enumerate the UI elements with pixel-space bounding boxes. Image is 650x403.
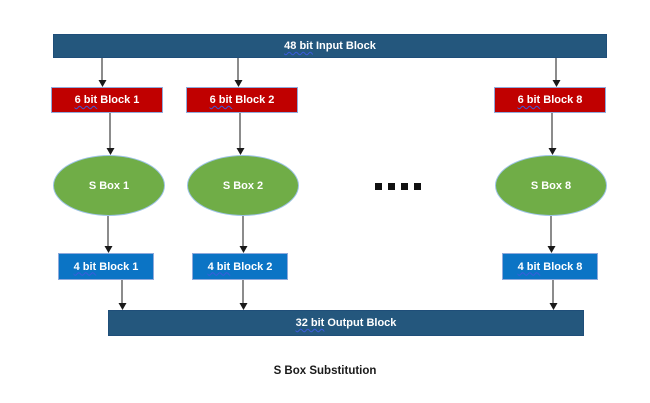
diagram-caption: S Box Substitution: [273, 365, 377, 377]
arrow-head-icon: [106, 148, 114, 155]
six-bit-block-1-label: Block 1: [97, 94, 140, 106]
six-bit-block-2-label: Block 2: [232, 94, 275, 106]
arrow-head-icon: [236, 148, 244, 155]
six-bit-block-8-label: Block 8: [540, 94, 583, 106]
down-arrow: [98, 58, 107, 87]
input-block-label-prefix: 48 bit: [284, 40, 313, 52]
dot: [414, 183, 421, 190]
arrow-shaft: [242, 216, 244, 246]
down-arrow: [239, 216, 248, 253]
six-bit-block-1: 6 bit Block 1: [51, 87, 163, 113]
down-arrow: [118, 280, 127, 310]
ellipsis-dots: [375, 183, 421, 190]
four-bit-block-8-label-prefix: 4 bit: [517, 260, 541, 273]
s-box-1-label: S Box 1: [88, 179, 130, 192]
arrow-shaft: [242, 280, 244, 303]
dot: [401, 183, 408, 190]
four-bit-block-1-label-prefix: 4 bit: [73, 260, 97, 273]
arrow-shaft: [107, 216, 109, 246]
four-bit-block-8-label: Block 8: [540, 260, 583, 273]
s-box-8: S Box 8: [495, 155, 607, 216]
input-block-bar: 48 bit Input Block: [53, 34, 607, 58]
six-bit-block-8: 6 bit Block 8: [494, 87, 606, 113]
down-arrow: [239, 280, 248, 310]
dot: [375, 183, 382, 190]
arrow-head-icon: [239, 303, 247, 310]
s-box-2: S Box 2: [187, 155, 299, 216]
arrow-shaft: [109, 113, 111, 148]
arrow-shaft: [551, 113, 553, 148]
input-block-label: Input Block: [312, 40, 376, 52]
arrow-head-icon: [104, 246, 112, 253]
dot: [388, 183, 395, 190]
arrow-head-icon: [118, 303, 126, 310]
six-bit-block-8-label-prefix: 6 bit: [517, 94, 541, 106]
four-bit-block-1: 4 bit Block 1: [58, 253, 154, 280]
arrow-head-icon: [98, 80, 106, 87]
four-bit-block-2: 4 bit Block 2: [192, 253, 288, 280]
arrow-head-icon: [552, 80, 560, 87]
output-block-label-prefix: 32 bit: [295, 317, 325, 329]
arrow-shaft: [101, 58, 103, 80]
arrow-shaft: [550, 216, 552, 246]
arrow-head-icon: [547, 246, 555, 253]
four-bit-block-8: 4 bit Block 8: [502, 253, 598, 280]
four-bit-block-2-label: Block 2: [230, 260, 273, 273]
arrow-shaft: [552, 280, 554, 303]
arrow-head-icon: [548, 148, 556, 155]
down-arrow: [236, 113, 245, 155]
down-arrow: [552, 58, 561, 87]
output-block-bar: 32 bit Output Block: [108, 310, 584, 336]
s-box-2-label: S Box 2: [222, 179, 264, 192]
down-arrow: [548, 113, 557, 155]
s-box-1: S Box 1: [53, 155, 165, 216]
arrow-shaft: [555, 58, 557, 80]
arrow-shaft: [239, 113, 241, 148]
arrow-head-icon: [239, 246, 247, 253]
arrow-head-icon: [234, 80, 242, 87]
four-bit-block-1-label: Block 1: [96, 260, 139, 273]
arrow-shaft: [121, 280, 123, 303]
down-arrow: [234, 58, 243, 87]
six-bit-block-1-label-prefix: 6 bit: [74, 94, 98, 106]
output-block-label: Output Block: [324, 317, 397, 329]
six-bit-block-2: 6 bit Block 2: [186, 87, 298, 113]
s-box-8-label: S Box 8: [530, 179, 572, 192]
six-bit-block-2-label-prefix: 6 bit: [209, 94, 233, 106]
four-bit-block-2-label-prefix: 4 bit: [207, 260, 231, 273]
down-arrow: [104, 216, 113, 253]
down-arrow: [547, 216, 556, 253]
arrow-head-icon: [549, 303, 557, 310]
arrow-shaft: [237, 58, 239, 80]
down-arrow: [549, 280, 558, 310]
down-arrow: [106, 113, 115, 155]
